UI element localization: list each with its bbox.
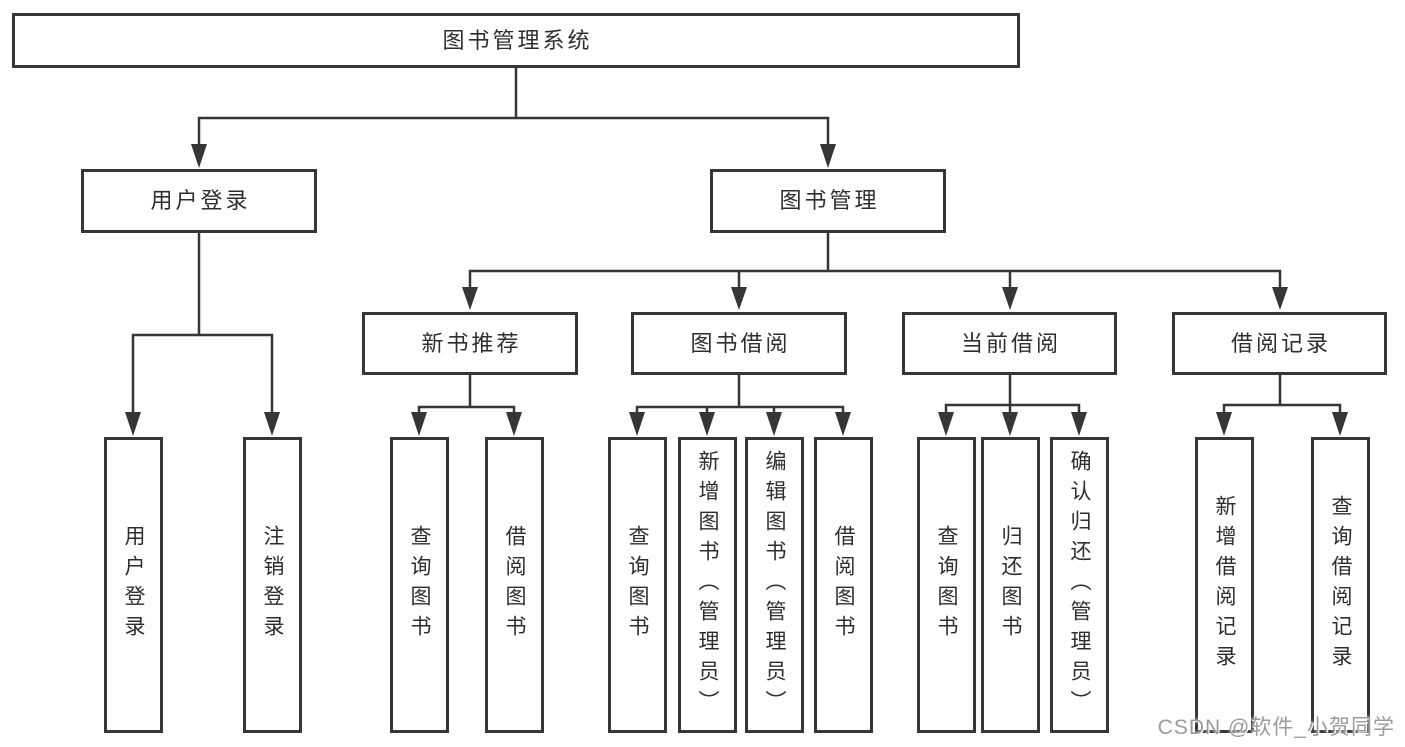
leaf-return-book-label: 归还图书 xyxy=(999,525,1022,645)
leaf-query-book-current-label: 查询图书 xyxy=(935,525,958,645)
leaf-edit-book-admin: 编辑图书（管理员） xyxy=(745,437,804,733)
leaf-add-borrow-record: 新增借阅记录 xyxy=(1195,437,1254,733)
leaf-borrow-book-label: 借阅图书 xyxy=(832,525,855,645)
leaf-logout: 注销登录 xyxy=(243,437,302,733)
node-book-borrow: 图书借阅 xyxy=(631,312,847,375)
leaf-add-book-admin-label: 新增图书（管理员） xyxy=(696,450,719,720)
node-book-management-label: 图书管理 xyxy=(779,188,880,213)
node-user-login: 用户登录 xyxy=(81,169,317,233)
leaf-user-login: 用户登录 xyxy=(104,437,163,733)
edge-borrowrecord-to-leaves xyxy=(1222,373,1342,417)
leaf-borrow-book: 借阅图书 xyxy=(814,437,873,733)
node-book-management: 图书管理 xyxy=(710,169,946,233)
leaf-borrow-book-recommend: 借阅图书 xyxy=(485,437,544,733)
edge-userlogin-to-leaves xyxy=(131,231,274,416)
node-new-book-recommend: 新书推荐 xyxy=(362,312,578,375)
node-new-book-recommend-label: 新书推荐 xyxy=(421,330,522,356)
csdn-watermark: CSDN @软件_小贺同学 xyxy=(1157,716,1395,739)
edge-newbookrec-to-leaves xyxy=(417,373,516,417)
leaf-query-book-borrow-label: 查询图书 xyxy=(626,525,649,645)
node-borrow-record: 借阅记录 xyxy=(1172,312,1387,375)
leaf-confirm-return-admin-label: 确认归还（管理员） xyxy=(1068,450,1091,720)
leaf-query-book-recommend: 查询图书 xyxy=(390,437,449,733)
edge-currentborrow-to-leaves xyxy=(944,373,1081,417)
leaf-edit-book-admin-label: 编辑图书（管理员） xyxy=(763,450,786,720)
leaf-return-book: 归还图书 xyxy=(981,437,1040,733)
leaf-query-borrow-record: 查询借阅记录 xyxy=(1311,437,1370,733)
node-book-borrow-label: 图书借阅 xyxy=(690,330,791,356)
leaf-add-book-admin: 新增图书（管理员） xyxy=(678,437,737,733)
node-library-system: 图书管理系统 xyxy=(12,13,1020,68)
leaf-query-book-current: 查询图书 xyxy=(917,437,976,733)
arrowhead-icons xyxy=(125,144,1348,436)
node-borrow-record-label: 借阅记录 xyxy=(1230,330,1331,356)
edge-root-to-level1 xyxy=(197,66,830,148)
edge-bookborrow-to-leaves xyxy=(635,373,845,417)
leaf-confirm-return-admin: 确认归还（管理员） xyxy=(1050,437,1109,733)
leaf-query-book-borrow: 查询图书 xyxy=(608,437,667,733)
node-library-system-label: 图书管理系统 xyxy=(442,27,593,53)
node-current-borrow: 当前借阅 xyxy=(902,312,1117,375)
node-user-login-label: 用户登录 xyxy=(150,188,251,213)
leaf-query-borrow-record-label: 查询借阅记录 xyxy=(1329,495,1352,675)
leaf-add-borrow-record-label: 新增借阅记录 xyxy=(1213,495,1236,675)
edge-bookmgmt-to-level2 xyxy=(468,231,1282,291)
leaf-query-book-recommend-label: 查询图书 xyxy=(408,525,431,645)
leaf-borrow-book-recommend-label: 借阅图书 xyxy=(503,525,526,645)
node-current-borrow-label: 当前借阅 xyxy=(960,330,1061,356)
leaf-logout-label: 注销登录 xyxy=(261,525,284,645)
leaf-user-login-label: 用户登录 xyxy=(122,525,145,645)
